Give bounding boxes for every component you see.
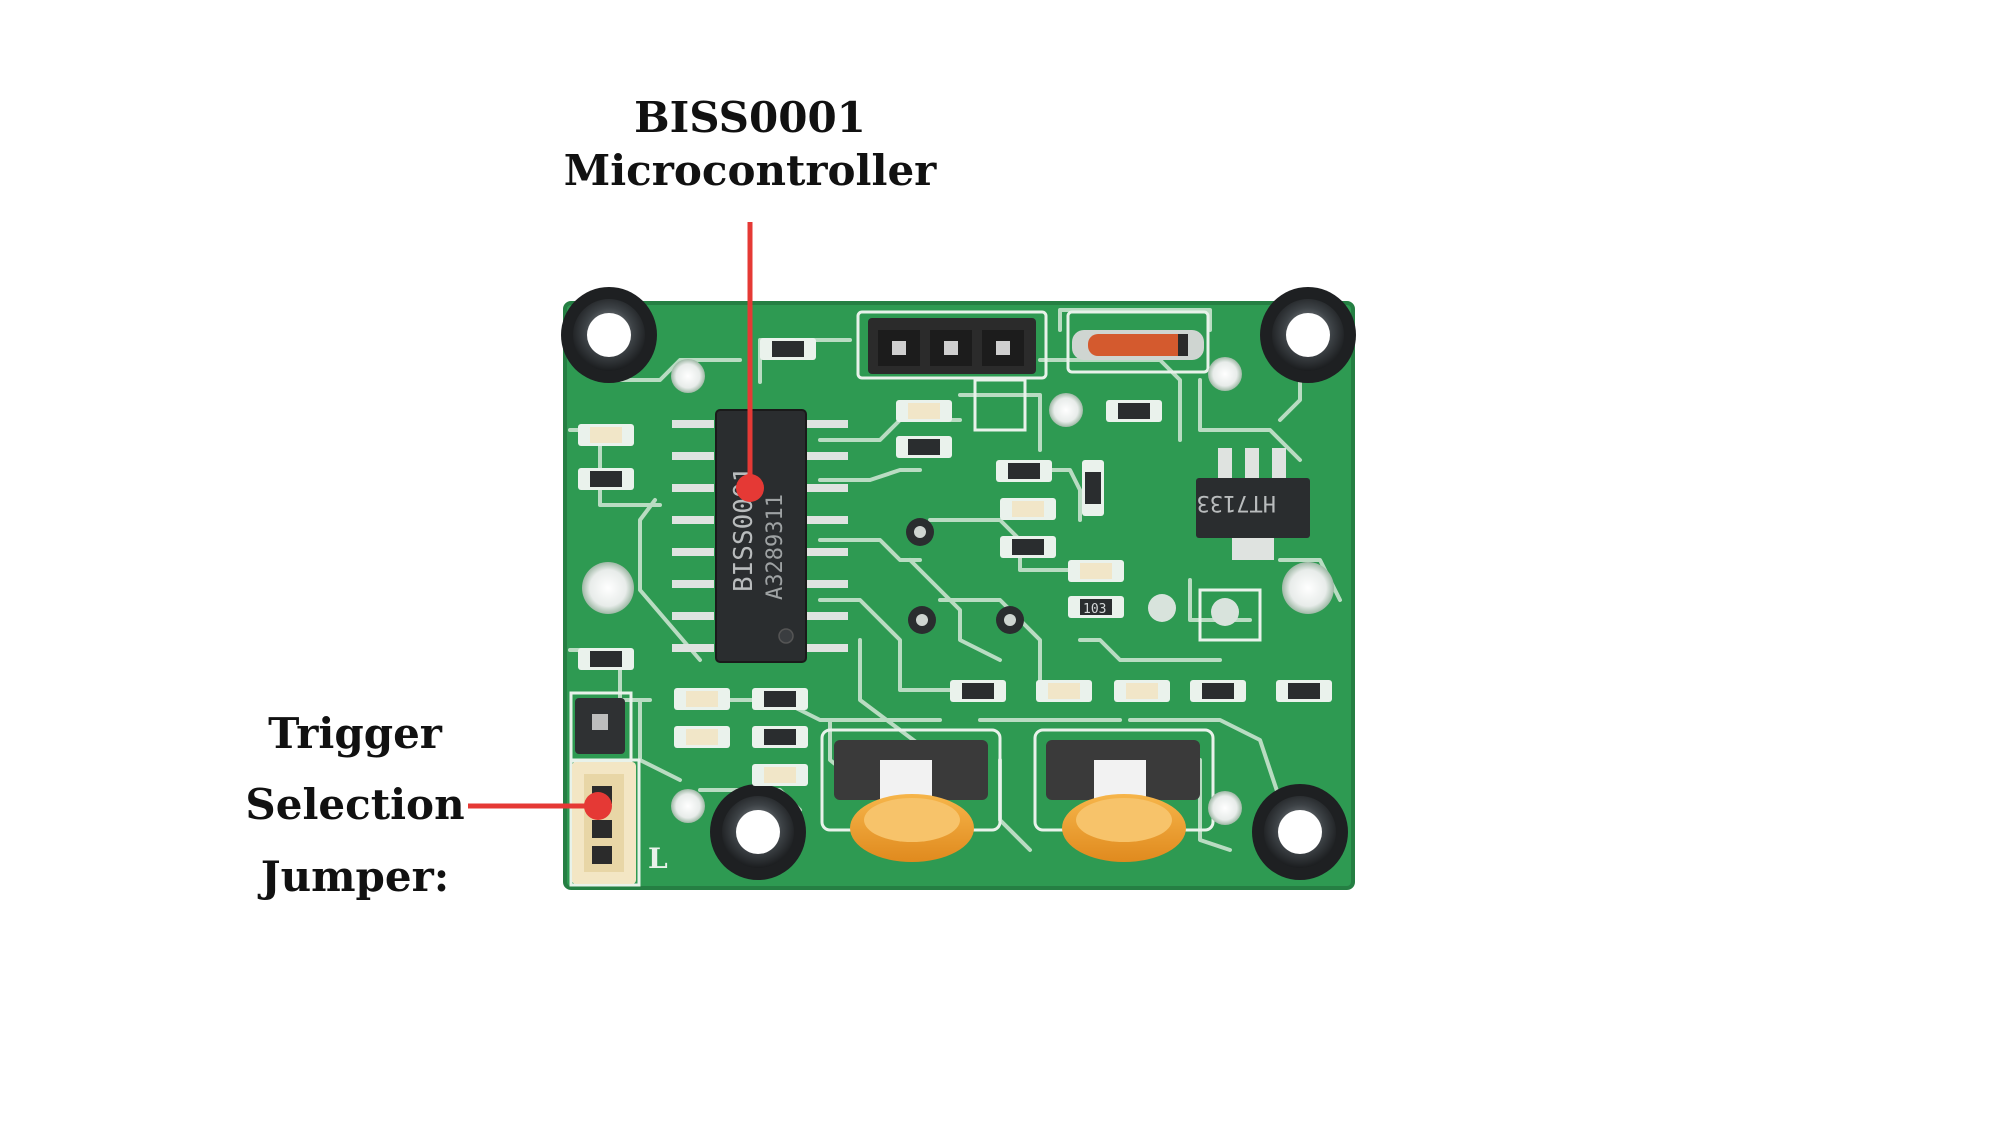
microcontroller-label: BISS0001 Microcontroller [560,92,940,197]
potentiometer-right [1046,740,1200,862]
chip-pins [672,420,848,652]
microcontroller-label-line2: Microcontroller [563,145,937,195]
test-pads [906,518,1024,634]
glass-diode [1072,330,1204,360]
jumper-label-line2: Selection [245,780,465,830]
resistor-103: 103 [1068,596,1124,618]
capacitor-bottom-left [710,784,806,880]
capacitor-top-left [561,287,657,383]
smd-components: 103 [578,338,1332,786]
regulator-marking: HT7133 [1197,490,1276,515]
callout-microcontroller [736,222,764,502]
voltage-regulator: HT7133 [1196,448,1310,560]
capacitor-bottom-right [1252,784,1348,880]
chip-marking-line2: A3289311 [763,494,788,600]
capacitor-top-right [1260,287,1356,383]
via-holes [582,357,1334,825]
microcontroller-label-line1: BISS0001 [634,93,866,142]
callout-jumper [468,792,612,820]
resistor-marking: 103 [1083,602,1106,617]
jumper-marking-l: L [648,842,668,875]
jumper-label-line3: Jumper: [260,851,450,901]
pin-header [868,318,1036,374]
jumper-label: Trigger Selection Jumper: [240,698,470,912]
jumper-label-line1: Trigger [268,709,442,758]
biss0001-chip: BISS0001 A3289311 [715,409,807,663]
potentiometer-left [834,740,988,862]
